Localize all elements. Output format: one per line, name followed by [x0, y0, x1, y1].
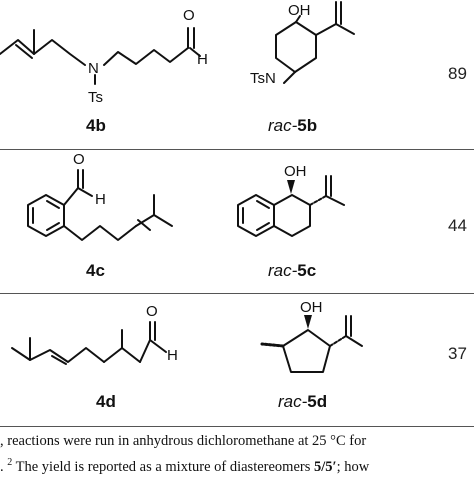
structure-rac-5b — [275, 1, 355, 84]
structure-rac-5c — [237, 175, 345, 237]
yield-value: 89 — [448, 64, 467, 83]
atom-oh-5c: OH — [284, 163, 307, 180]
structure-4d — [11, 321, 167, 365]
atom-o-4c: O — [73, 151, 85, 168]
compound-label-4d: 4d — [96, 392, 116, 411]
compound-number: 5d — [307, 392, 328, 411]
compound-label-4c: 4c — [86, 261, 105, 280]
structure-rac-5d — [260, 315, 363, 373]
compound-label-rac-5c: rac-5c — [268, 261, 316, 281]
rac-prefix: rac- — [268, 116, 298, 135]
rac-prefix: rac- — [278, 392, 308, 411]
yield-value: 44 — [448, 216, 467, 235]
row-divider-2 — [0, 293, 474, 294]
row-divider-3 — [0, 426, 474, 427]
footnote-marker: 2 — [7, 457, 13, 468]
compound-label-4b: 4b — [86, 116, 106, 135]
row-divider-1 — [0, 149, 474, 150]
atom-ts-4b: Ts — [88, 89, 103, 106]
atom-tsn-5b: TsN — [250, 70, 276, 87]
compound-number: 5b — [297, 116, 318, 135]
atom-o-4b: O — [183, 7, 195, 24]
atom-h-4d: H — [167, 347, 178, 364]
rac-prefix: rac- — [268, 261, 298, 280]
atom-n-4b: N — [88, 60, 99, 77]
compound-label-rac-5d: rac-5d — [278, 392, 327, 412]
atom-h-4b: H — [197, 51, 208, 68]
footnote-line-1: , reactions were run in anhydrous dichlo… — [0, 433, 367, 449]
structure-4c — [27, 169, 173, 241]
atom-h-4c: H — [95, 191, 106, 208]
footnote-compound-ref: 5/5′ — [313, 458, 337, 475]
footnote-line-2: . 2 The yield is reported as a mixture o… — [0, 452, 474, 478]
atom-o-4d: O — [146, 303, 158, 320]
compound-label-rac-5b: rac-5b — [268, 116, 317, 136]
footnote-text: The yield is reported as a mixture of di… — [15, 458, 314, 475]
compound-number: 5c — [297, 261, 317, 280]
yield-value: 37 — [448, 344, 467, 363]
footnote-text-end: ; how — [336, 458, 370, 475]
atom-oh-5b: OH — [288, 2, 311, 19]
footnote-prefix: . — [0, 458, 4, 475]
atom-oh-5d: OH — [300, 299, 323, 316]
structure-4b — [0, 27, 201, 85]
